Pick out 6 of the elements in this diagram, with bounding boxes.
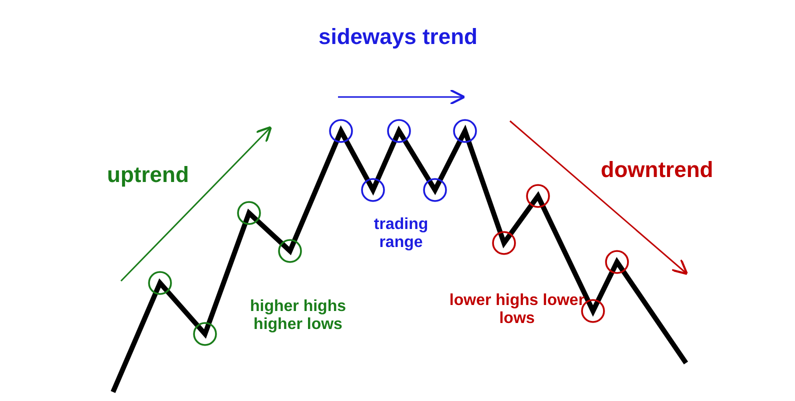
trend-title: uptrend bbox=[106, 162, 190, 188]
trend-title: downtrend bbox=[600, 157, 714, 182]
trend-title: sideways trend bbox=[318, 24, 478, 50]
range-note: trading range bbox=[372, 216, 430, 253]
pattern-note: lower highs lower lows bbox=[448, 292, 586, 329]
pattern-note: higher highs higher lows bbox=[249, 298, 347, 335]
